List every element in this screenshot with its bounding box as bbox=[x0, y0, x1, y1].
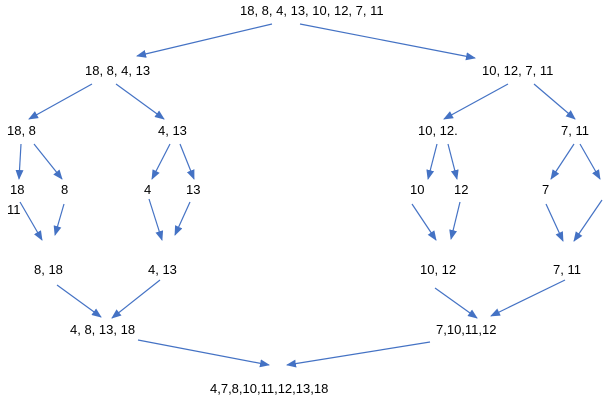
leaf-7: 7 bbox=[542, 182, 550, 197]
arrow-lr-13 bbox=[179, 143, 195, 180]
node-left-left: 18, 8 bbox=[7, 123, 36, 138]
arrow-left-lr bbox=[115, 83, 165, 120]
arrow-right-rl bbox=[443, 83, 509, 120]
arrow-18-merge bbox=[19, 201, 43, 241]
merge-7-11: 7, 11 bbox=[553, 262, 581, 277]
arrow-ll-18 bbox=[15, 143, 24, 180]
merge-10-12: 10, 12 bbox=[420, 262, 457, 277]
node-left-right: 4, 13 bbox=[158, 123, 187, 138]
leaf-18: 18 bbox=[10, 182, 25, 197]
arrow-extra-merge bbox=[573, 199, 603, 242]
final-result: 4,7,8,10,11,12,13,18 bbox=[210, 381, 329, 396]
merge-left: 4, 8, 13, 18 bbox=[70, 322, 136, 337]
leaf-13: 13 bbox=[186, 182, 201, 197]
arrow-711-right bbox=[490, 279, 566, 317]
node-right-left: 10, 12. bbox=[418, 123, 458, 138]
node-root: 18, 8, 4, 13, 10, 12, 7, 11 bbox=[240, 3, 384, 18]
arrow-rl-10 bbox=[426, 143, 438, 180]
arrow-413-left bbox=[111, 279, 161, 319]
leaf-10: 10 bbox=[410, 182, 425, 197]
arrow-818-left bbox=[56, 284, 102, 318]
arrow-8-merge bbox=[53, 203, 65, 236]
arrow-ll-8 bbox=[33, 143, 63, 180]
arrow-12-merge bbox=[449, 201, 461, 240]
arrow-rr-7 bbox=[550, 143, 575, 180]
arrow-10-merge bbox=[411, 203, 437, 241]
leaf-4: 4 bbox=[144, 182, 152, 197]
arrow-left-final bbox=[137, 339, 270, 368]
arrow-13-merge bbox=[174, 201, 191, 236]
arrow-rl-12 bbox=[447, 143, 459, 180]
arrow-rr-extra bbox=[579, 143, 601, 180]
leaf-8: 8 bbox=[61, 182, 69, 197]
arrow-right-final bbox=[286, 341, 431, 368]
merge-4-13: 4, 13 bbox=[148, 262, 177, 277]
merge-8-18: 8, 18 bbox=[34, 262, 63, 277]
arrow-root-right bbox=[299, 23, 476, 61]
arrow-7-merge bbox=[545, 203, 564, 242]
leaf-12: 12 bbox=[454, 182, 469, 197]
merge-right: 7,10,11,12 bbox=[436, 322, 497, 337]
arrow-root-left bbox=[136, 23, 273, 58]
arrow-right-rr bbox=[533, 83, 576, 120]
node-right-right: 7, 11 bbox=[561, 123, 589, 138]
stray-11: 11 bbox=[7, 202, 21, 217]
node-left: 18, 8, 4, 13 bbox=[85, 63, 151, 78]
arrow-left-ll bbox=[28, 83, 93, 120]
arrow-lr-4 bbox=[151, 143, 171, 180]
arrow-4-merge bbox=[148, 198, 164, 241]
node-right: 10, 12, 7, 11 bbox=[482, 63, 554, 78]
arrow-1012-right bbox=[434, 287, 478, 319]
